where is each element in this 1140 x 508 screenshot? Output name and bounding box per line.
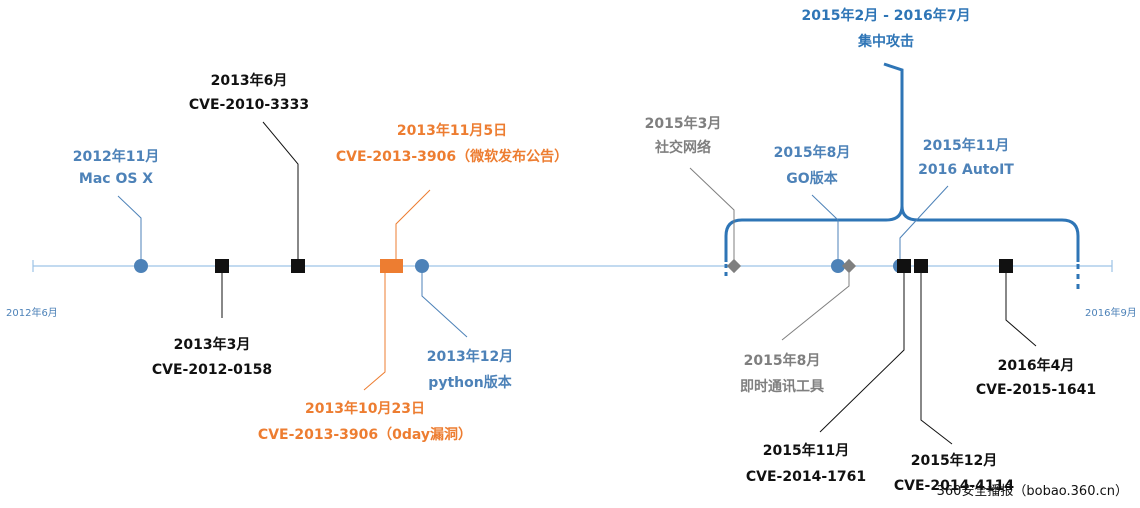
- label-e2015-11-autoit-line1: 2015年11月: [923, 137, 1009, 154]
- label-e2013-03-line1: 2013年3月: [174, 336, 251, 353]
- label-e2013-03-line2: CVE-2012-0158: [152, 362, 272, 378]
- connector-e2013-12: [421, 266, 468, 338]
- label-e2013-11-05-line2: CVE-2013-3906（微软发布公告）: [336, 148, 568, 165]
- label-e2015-12-line2: CVE-2014-4114: [894, 478, 1014, 494]
- label-e2015-08-im-line2: 即时通讯工具: [740, 378, 824, 395]
- label-e2012-11-line1: 2012年11月: [73, 148, 159, 165]
- marker-e2015-08-im: [841, 258, 857, 274]
- marker-e2013-10-23: [380, 259, 391, 273]
- marker-e2015-12: [914, 259, 928, 273]
- marker-e2015-08-go: [831, 259, 845, 273]
- axis-start-label: 2012年6月: [6, 306, 58, 319]
- connector-e2013-10-23: [363, 272, 386, 391]
- marker-e2012-11: [134, 259, 148, 273]
- connector-e2012-11: [117, 195, 142, 266]
- bracket-title-line2: 集中攻击: [857, 33, 914, 50]
- label-e2013-12-line2: python版本: [428, 374, 512, 391]
- marker-e2013-06: [291, 259, 305, 273]
- connector-e2015-08-go: [811, 194, 839, 266]
- label-e2013-10-23-line2: CVE-2013-3906（0day漏洞）: [258, 427, 472, 443]
- label-e2013-12-line1: 2013年12月: [427, 348, 513, 365]
- marker-e2013-12: [415, 259, 429, 273]
- connector-e2013-11-05: [395, 189, 431, 260]
- connector-e2015-03: [689, 167, 735, 266]
- axis-end-label: 2016年9月: [1085, 306, 1137, 319]
- label-e2015-11-cve-line1: 2015年11月: [763, 442, 849, 459]
- label-e2012-11-line2: Mac OS X: [79, 171, 153, 187]
- attack-period-bracket: [724, 62, 1080, 290]
- label-e2016-04-line2: CVE-2015-1641: [976, 382, 1096, 398]
- label-e2015-12-line1: 2015年12月: [911, 452, 997, 469]
- marker-e2013-03: [215, 259, 229, 273]
- label-e2013-06-line1: 2013年6月: [211, 72, 288, 89]
- connector-e2016-04: [1005, 266, 1037, 347]
- label-e2015-03-line1: 2015年3月: [645, 115, 722, 132]
- watermark: 360安全播报（bobao.360.cn）: [937, 483, 1128, 499]
- connector-e2015-08-im: [781, 266, 850, 341]
- label-e2013-11-05-line1: 2013年11月5日: [397, 122, 507, 139]
- marker-e2013-11-05: [391, 259, 403, 273]
- marker-e2016-04: [999, 259, 1013, 273]
- connector-e2013-06: [262, 121, 299, 266]
- label-e2015-03-line2: 社交网络: [654, 139, 711, 156]
- label-e2016-04-line1: 2016年4月: [998, 357, 1075, 374]
- label-e2013-10-23-line1: 2013年10月23日: [305, 400, 425, 417]
- connector-e2015-12: [920, 266, 953, 445]
- label-e2015-08-go-line1: 2015年8月: [774, 144, 851, 161]
- label-e2015-11-autoit-line2: 2016 AutoIT: [918, 162, 1014, 178]
- bracket-title-line1: 2015年2月 - 2016年7月: [802, 7, 971, 24]
- marker-e2015-11-cve: [897, 259, 911, 273]
- label-e2015-08-im-line1: 2015年8月: [744, 352, 821, 369]
- label-e2013-06-line2: CVE-2010-3333: [189, 97, 309, 113]
- connector-e2015-11-autoit: [899, 185, 949, 266]
- label-e2015-11-cve-line2: CVE-2014-1761: [746, 469, 866, 485]
- label-e2015-08-go-line2: GO版本: [786, 170, 838, 187]
- connector-e2015-11-cve: [819, 266, 905, 433]
- marker-e2015-03: [726, 258, 742, 274]
